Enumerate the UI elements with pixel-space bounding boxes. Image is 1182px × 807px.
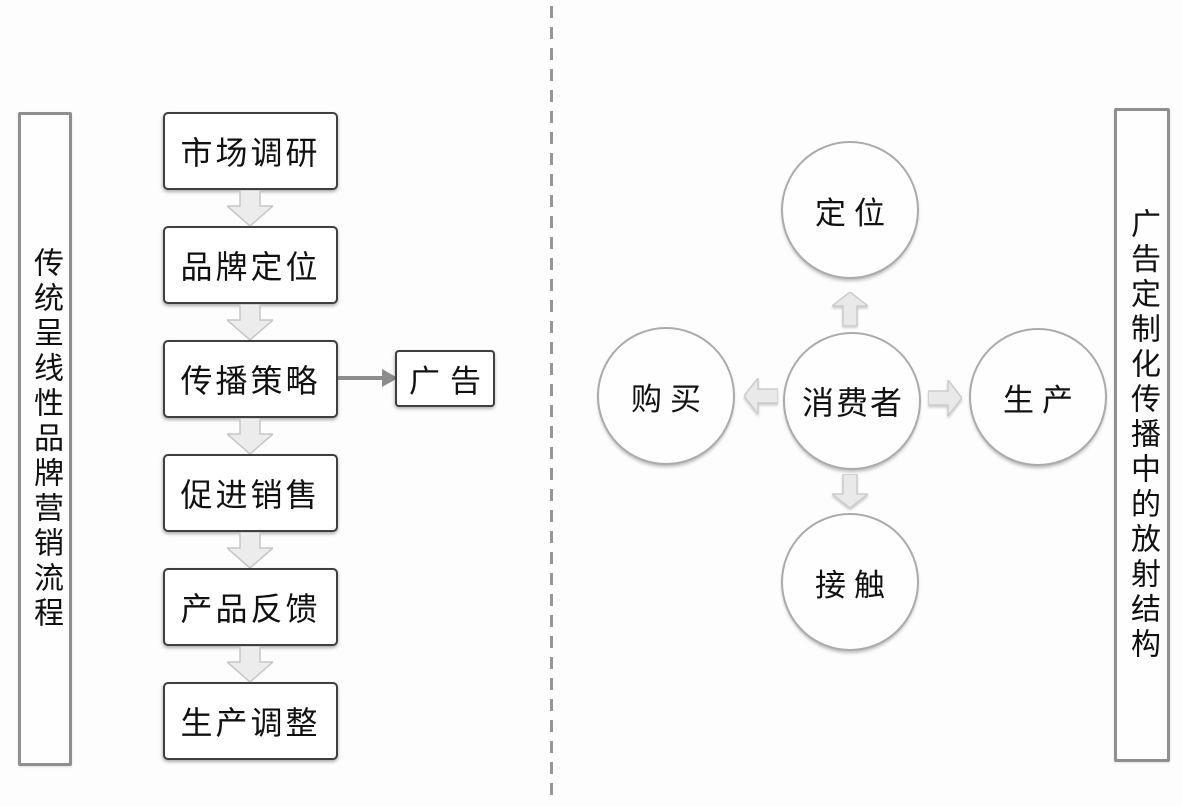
flow-step-label: 产品反馈 — [180, 591, 321, 627]
node-purchase: 购买 — [597, 327, 735, 465]
node-label: 购买 — [631, 381, 709, 417]
flow-step-communication-strategy: 传播策略 — [163, 340, 338, 418]
down-arrow-icon — [227, 646, 273, 682]
down-arrow-icon — [227, 304, 273, 340]
flow-step-label: 市场调研 — [180, 135, 321, 171]
node-label: 消费者 — [801, 385, 904, 421]
down-arrow-icon — [832, 474, 868, 508]
branch-box-advertising: 广告 — [395, 350, 495, 407]
node-production: 生产 — [969, 328, 1107, 466]
right-arrow-icon — [338, 369, 398, 387]
flow-step-label: 生产调整 — [180, 705, 321, 741]
node-label: 定位 — [815, 195, 893, 231]
flow-step-brand-positioning: 品牌定位 — [163, 226, 338, 304]
node-positioning: 定位 — [781, 141, 919, 279]
left-side-label: 传统呈线性品牌营销流程 — [29, 246, 62, 632]
node-contact: 接触 — [781, 513, 919, 651]
left-side-label-box: 传统呈线性品牌营销流程 — [18, 112, 72, 766]
flow-step-sales-promotion: 促进销售 — [163, 454, 338, 532]
node-label: 接触 — [815, 567, 893, 603]
up-arrow-icon — [832, 292, 868, 326]
right-side-label: 广告定制化传播中的放射结构 — [1126, 207, 1159, 663]
flow-step-production-adjustment: 生产调整 — [163, 682, 338, 760]
flow-step-label: 传播策略 — [180, 363, 321, 399]
down-arrow-icon — [227, 532, 273, 568]
down-arrow-icon — [227, 190, 273, 226]
flow-step-label: 品牌定位 — [180, 249, 321, 285]
right-arrow-icon — [928, 380, 962, 416]
dashed-divider-line — [550, 6, 553, 800]
flow-step-product-feedback: 产品反馈 — [163, 568, 338, 646]
flow-step-label: 促进销售 — [180, 477, 321, 513]
node-label: 生产 — [1003, 382, 1081, 418]
down-arrow-icon — [227, 418, 273, 454]
right-side-label-box: 广告定制化传播中的放射结构 — [1114, 108, 1170, 762]
flow-step-market-research: 市场调研 — [163, 112, 338, 190]
left-arrow-icon — [744, 378, 778, 414]
node-consumer-center: 消费者 — [783, 332, 921, 470]
branch-label: 广告 — [409, 364, 491, 399]
